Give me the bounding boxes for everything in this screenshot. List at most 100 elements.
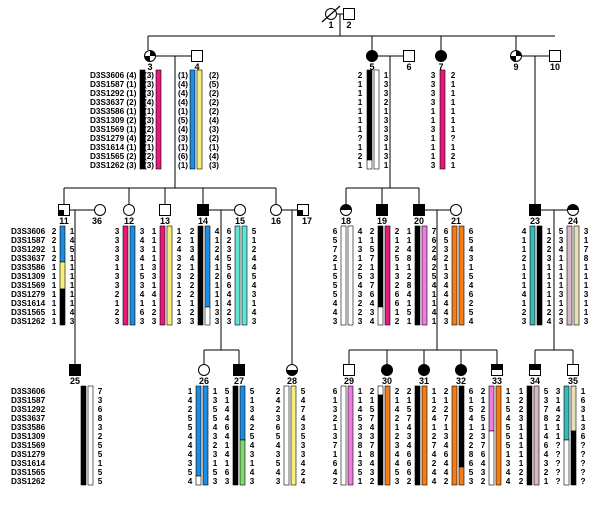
- allele-value: 4: [227, 299, 232, 308]
- allele-value: 5: [559, 227, 564, 236]
- allele-value: 5: [213, 414, 218, 423]
- allele-value: 4: [444, 308, 449, 317]
- allele-value: 1: [481, 396, 486, 405]
- allele-value: 1: [358, 254, 363, 263]
- allele-value: 1: [519, 459, 524, 468]
- allele-value: (2): [209, 71, 219, 80]
- allele-value: 2: [52, 254, 57, 263]
- allele-value: 4: [469, 317, 474, 326]
- allele-value: 1: [370, 263, 375, 272]
- allele-value: 6: [469, 459, 474, 468]
- allele-value: 1: [52, 263, 57, 272]
- marker-name: D3S3637: [11, 414, 46, 423]
- allele-value: 4: [301, 459, 306, 468]
- allele-value: 3: [115, 281, 120, 290]
- allele-value: 3: [584, 227, 589, 236]
- allele-value: 1: [190, 299, 195, 308]
- allele-value: 6: [333, 387, 338, 396]
- haplotype-bar-segment: [384, 225, 391, 326]
- allele-value: 3: [301, 423, 306, 432]
- allele-value: 3: [481, 432, 486, 441]
- allele-value: 1: [395, 308, 400, 317]
- allele-value: 1: [152, 254, 157, 263]
- allele-value: 1: [556, 432, 561, 441]
- allele-value: 1: [451, 80, 456, 89]
- male-symbol: [343, 364, 355, 376]
- allele-value: 2: [432, 245, 437, 254]
- allele-value: 3: [444, 245, 449, 254]
- individual-label-36: 36: [92, 216, 102, 226]
- allele-value: 5: [98, 477, 103, 486]
- allele-value: 2: [213, 441, 218, 450]
- allele-value: 4: [432, 281, 437, 290]
- allele-value: 4: [506, 477, 511, 486]
- female-symbol: [418, 364, 430, 376]
- allele-value: 5: [481, 414, 486, 423]
- allele-value: 3: [301, 450, 306, 459]
- allele-value: 1: [358, 89, 363, 98]
- haplotype-bar-segment: [340, 385, 347, 486]
- female-symbol: [270, 204, 282, 216]
- allele-value: 1: [431, 134, 436, 143]
- individual-32: [455, 364, 467, 376]
- individual-label-34: 34: [530, 376, 540, 386]
- allele-value: 4: [481, 459, 486, 468]
- allele-value: (4): [178, 98, 188, 107]
- allele-value: 4: [395, 405, 400, 414]
- allele-value: 3: [358, 459, 363, 468]
- allele-value: 2: [395, 281, 400, 290]
- allele-value: 1: [407, 263, 412, 272]
- haplotype-bar-segment: [122, 225, 129, 326]
- allele-value: 4: [225, 414, 230, 423]
- individual-24: [567, 204, 579, 216]
- female-symbol: [366, 50, 378, 62]
- allele-value: 6: [444, 450, 449, 459]
- allele-value: 1: [407, 396, 412, 405]
- allele-value: 3: [276, 450, 281, 459]
- allele-value: 5: [333, 281, 338, 290]
- allele-value: 4: [276, 441, 281, 450]
- allele-value: 1: [213, 387, 218, 396]
- allele-value: 2: [115, 308, 120, 317]
- allele-value: 2: [522, 308, 527, 317]
- allele-value: 1: [70, 290, 75, 299]
- allele-value: (3): [144, 80, 154, 89]
- allele-value: 1: [469, 396, 474, 405]
- allele-value: 3: [358, 423, 363, 432]
- allele-value: 2: [395, 387, 400, 396]
- allele-value: 2: [407, 272, 412, 281]
- haplotype-bar-segment: [439, 69, 446, 170]
- allele-value: 1: [451, 89, 456, 98]
- allele-value: 3: [384, 80, 389, 89]
- allele-value: 2: [152, 308, 157, 317]
- allele-value: 1: [177, 227, 182, 236]
- allele-value: 1: [225, 441, 230, 450]
- allele-value: 5: [188, 414, 193, 423]
- allele-value: 2: [481, 477, 486, 486]
- female-symbol: [94, 204, 106, 216]
- male-symbol: [549, 50, 561, 62]
- individual-label-10: 10: [550, 62, 560, 72]
- allele-value: 3: [370, 272, 375, 281]
- allele-value: 7: [333, 441, 338, 450]
- marker-name: D3S1587: [11, 396, 46, 405]
- allele-value: 2: [559, 308, 564, 317]
- allele-value: 1: [559, 281, 564, 290]
- allele-value: 2: [301, 468, 306, 477]
- allele-value: 4: [250, 441, 255, 450]
- allele-value: 1: [407, 299, 412, 308]
- allele-value: (3): [144, 161, 154, 170]
- allele-value: 1: [584, 236, 589, 245]
- individual-label-2: 2: [346, 20, 351, 30]
- allele-value: 1: [70, 272, 75, 281]
- allele-value: 7: [584, 245, 589, 254]
- male-symbol: [413, 204, 425, 216]
- individual-label-1: 1: [328, 20, 333, 30]
- allele-value: 6: [225, 423, 230, 432]
- haplotype-bar-segment: [570, 430, 577, 486]
- allele-value: (4): [178, 80, 188, 89]
- allele-value: 3: [333, 432, 338, 441]
- allele-value: 2: [432, 432, 437, 441]
- allele-value: (2): [144, 134, 154, 143]
